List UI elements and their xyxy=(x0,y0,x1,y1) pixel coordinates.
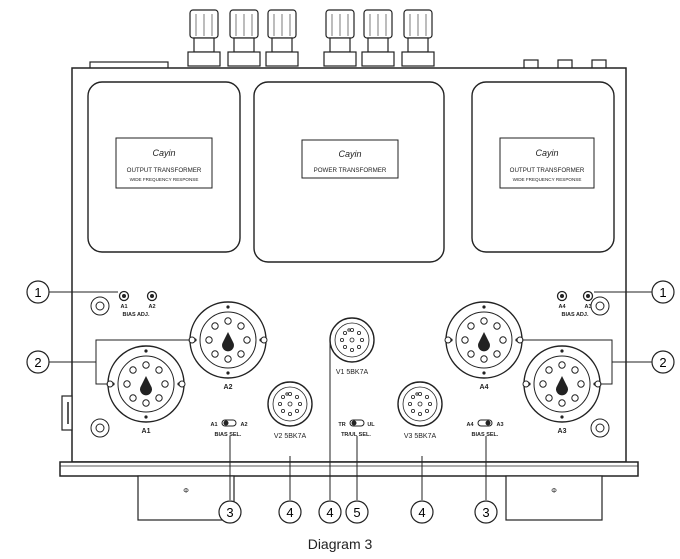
callout-4-v3: 4 xyxy=(410,500,434,524)
callout-1-left: 1 xyxy=(26,280,50,304)
tube-socket-a2 xyxy=(188,301,268,379)
logo-left: Cayin xyxy=(152,148,175,158)
foot-right-mark: Φ xyxy=(551,488,557,495)
callout-2-right: 2 xyxy=(651,350,675,374)
center-transformer-title: POWER TRANSFORMER xyxy=(314,167,387,174)
bias-sel-left-r: A2 xyxy=(240,422,247,428)
bias-adj-right-label: BIAS ADJ. xyxy=(562,312,589,318)
svg-text:4: 4 xyxy=(326,505,333,520)
bias-sel-left-l: A1 xyxy=(210,422,217,428)
tr-ul-label: TR/UL SEL. xyxy=(341,432,371,438)
svg-text:1: 1 xyxy=(34,285,41,300)
left-transformer-subtitle: WIDE FREQUENCY RESPONSE xyxy=(130,177,199,182)
tube-v2-label: V2 5BK7A xyxy=(274,433,307,440)
terminal-left-group xyxy=(187,9,299,67)
right-transformer-title: OUTPUT TRANSFORMER xyxy=(510,167,585,174)
logo-right: Cayin xyxy=(535,148,558,158)
callout-5: 5 xyxy=(345,500,369,524)
foot-right xyxy=(505,475,603,521)
bias-adj-right[interactable]: A4 A3 BIAS ADJ. xyxy=(556,290,594,319)
foot-left-mark: Φ xyxy=(183,488,189,495)
bias-adj-left-label: BIAS ADJ. xyxy=(123,312,150,318)
side-connector xyxy=(61,395,73,431)
svg-text:4: 4 xyxy=(286,505,293,520)
bias-adj-left[interactable]: A1 A2 BIAS ADJ. xyxy=(118,290,158,319)
tube-socket-a4 xyxy=(444,301,524,379)
svg-text:5: 5 xyxy=(353,505,360,520)
tube-v3-label: V3 5BK7A xyxy=(404,433,437,440)
tube-socket-a3 xyxy=(522,345,602,423)
svg-text:4: 4 xyxy=(418,505,425,520)
bias-sel-right-r: A3 xyxy=(496,422,503,428)
bias-a4-label: A4 xyxy=(558,304,566,310)
bias-a2-label: A2 xyxy=(148,304,155,310)
tube-v1-label: V1 5BK7A xyxy=(336,369,369,376)
callout-4-v2: 4 xyxy=(278,500,302,524)
bias-a3-label: A3 xyxy=(584,304,591,310)
left-transformer-title: OUTPUT TRANSFORMER xyxy=(127,167,202,174)
bias-sel-right-label: BIAS SEL. xyxy=(472,432,499,438)
bias-a1-label: A1 xyxy=(120,304,127,310)
callout-1-right: 1 xyxy=(651,280,675,304)
svg-text:3: 3 xyxy=(482,505,489,520)
front-panel xyxy=(59,461,639,477)
tr-ul-r: UL xyxy=(367,422,375,428)
tube-a4-label: A4 xyxy=(480,384,489,391)
callout-3-left: 3 xyxy=(218,500,242,524)
svg-text:2: 2 xyxy=(659,355,666,370)
svg-text:2: 2 xyxy=(34,355,41,370)
tr-ul-l: TR xyxy=(338,422,345,428)
tube-socket-v3 xyxy=(397,381,443,427)
tube-socket-a1 xyxy=(106,345,186,423)
right-transformer-subtitle: WIDE FREQUENCY RESPONSE xyxy=(513,177,582,182)
diagram-caption: Diagram 3 xyxy=(307,536,373,552)
bias-sel-right-switch[interactable]: A4 A3 BIAS SEL. xyxy=(466,419,504,438)
transformer-right: Cayin OUTPUT TRANSFORMER WIDE FREQUENCY … xyxy=(471,81,615,253)
foot-left xyxy=(137,475,235,521)
svg-text:3: 3 xyxy=(226,505,233,520)
tube-a2-label: A2 xyxy=(224,384,233,391)
terminal-right-group xyxy=(323,9,435,67)
callout-3-right: 3 xyxy=(474,500,498,524)
bias-sel-right-l: A4 xyxy=(466,422,474,428)
leader-lines xyxy=(49,291,652,500)
speaker-terminals xyxy=(187,9,435,67)
callout-4-v1: 4 xyxy=(318,500,342,524)
transformer-center: Cayin POWER TRANSFORMER xyxy=(253,81,445,263)
logo-center: Cayin xyxy=(338,149,361,159)
svg-text:1: 1 xyxy=(659,285,666,300)
bias-sel-left-switch[interactable]: A1 A2 BIAS SEL. xyxy=(210,419,248,438)
bias-sel-left-label: BIAS SEL. xyxy=(215,432,242,438)
callouts: 1 1 2 2 3 4 4 5 4 3 xyxy=(26,280,675,524)
tube-a1-label: A1 xyxy=(142,428,151,435)
mounting-screws xyxy=(90,296,610,438)
tube-a3-label: A3 xyxy=(558,428,567,435)
transformer-left: Cayin OUTPUT TRANSFORMER WIDE FREQUENCY … xyxy=(87,81,241,253)
tube-socket-v2 xyxy=(267,381,313,427)
tube-socket-v1 xyxy=(329,317,375,363)
tr-ul-switch[interactable]: TR UL TR/UL SEL. xyxy=(338,419,375,438)
callout-2-left: 2 xyxy=(26,350,50,374)
